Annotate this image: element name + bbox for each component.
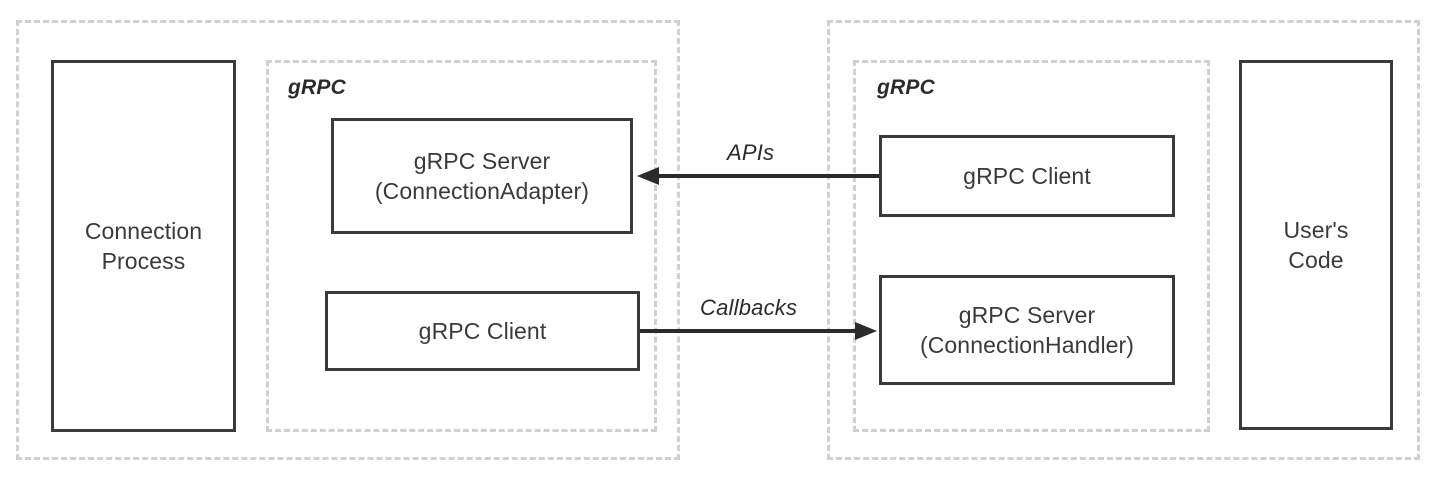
group-caption-right-grpc: gRPC: [877, 76, 935, 99]
group-connection-process: [16, 20, 680, 460]
node-grpc-server-connection-handler[interactable]: gRPC Server (ConnectionHandler): [879, 275, 1175, 385]
node-grpc-client-left[interactable]: gRPC Client: [325, 291, 640, 371]
arrow-label-callbacks: Callbacks: [700, 295, 798, 320]
node-label: gRPC Server (ConnectionAdapter): [374, 147, 590, 204]
node-label: gRPC Client: [963, 162, 1091, 189]
group-left-grpc: [266, 60, 657, 432]
node-label: User's Code: [1283, 216, 1349, 273]
node-label: Connection Process: [84, 217, 203, 274]
node-label: gRPC Server (ConnectionHandler): [919, 301, 1135, 358]
node-grpc-server-connection-adapter[interactable]: gRPC Server (ConnectionAdapter): [331, 118, 633, 234]
group-right-grpc: [853, 60, 1210, 432]
group-users-code: [827, 20, 1420, 460]
node-users-code[interactable]: User's Code: [1239, 60, 1393, 430]
arrow-label-apis: APIs: [727, 140, 775, 165]
node-label: gRPC Client: [418, 317, 547, 344]
group-caption-left-grpc: gRPC: [288, 76, 346, 99]
node-connection-process[interactable]: Connection Process: [51, 60, 236, 432]
node-grpc-client-right[interactable]: gRPC Client: [879, 135, 1175, 217]
